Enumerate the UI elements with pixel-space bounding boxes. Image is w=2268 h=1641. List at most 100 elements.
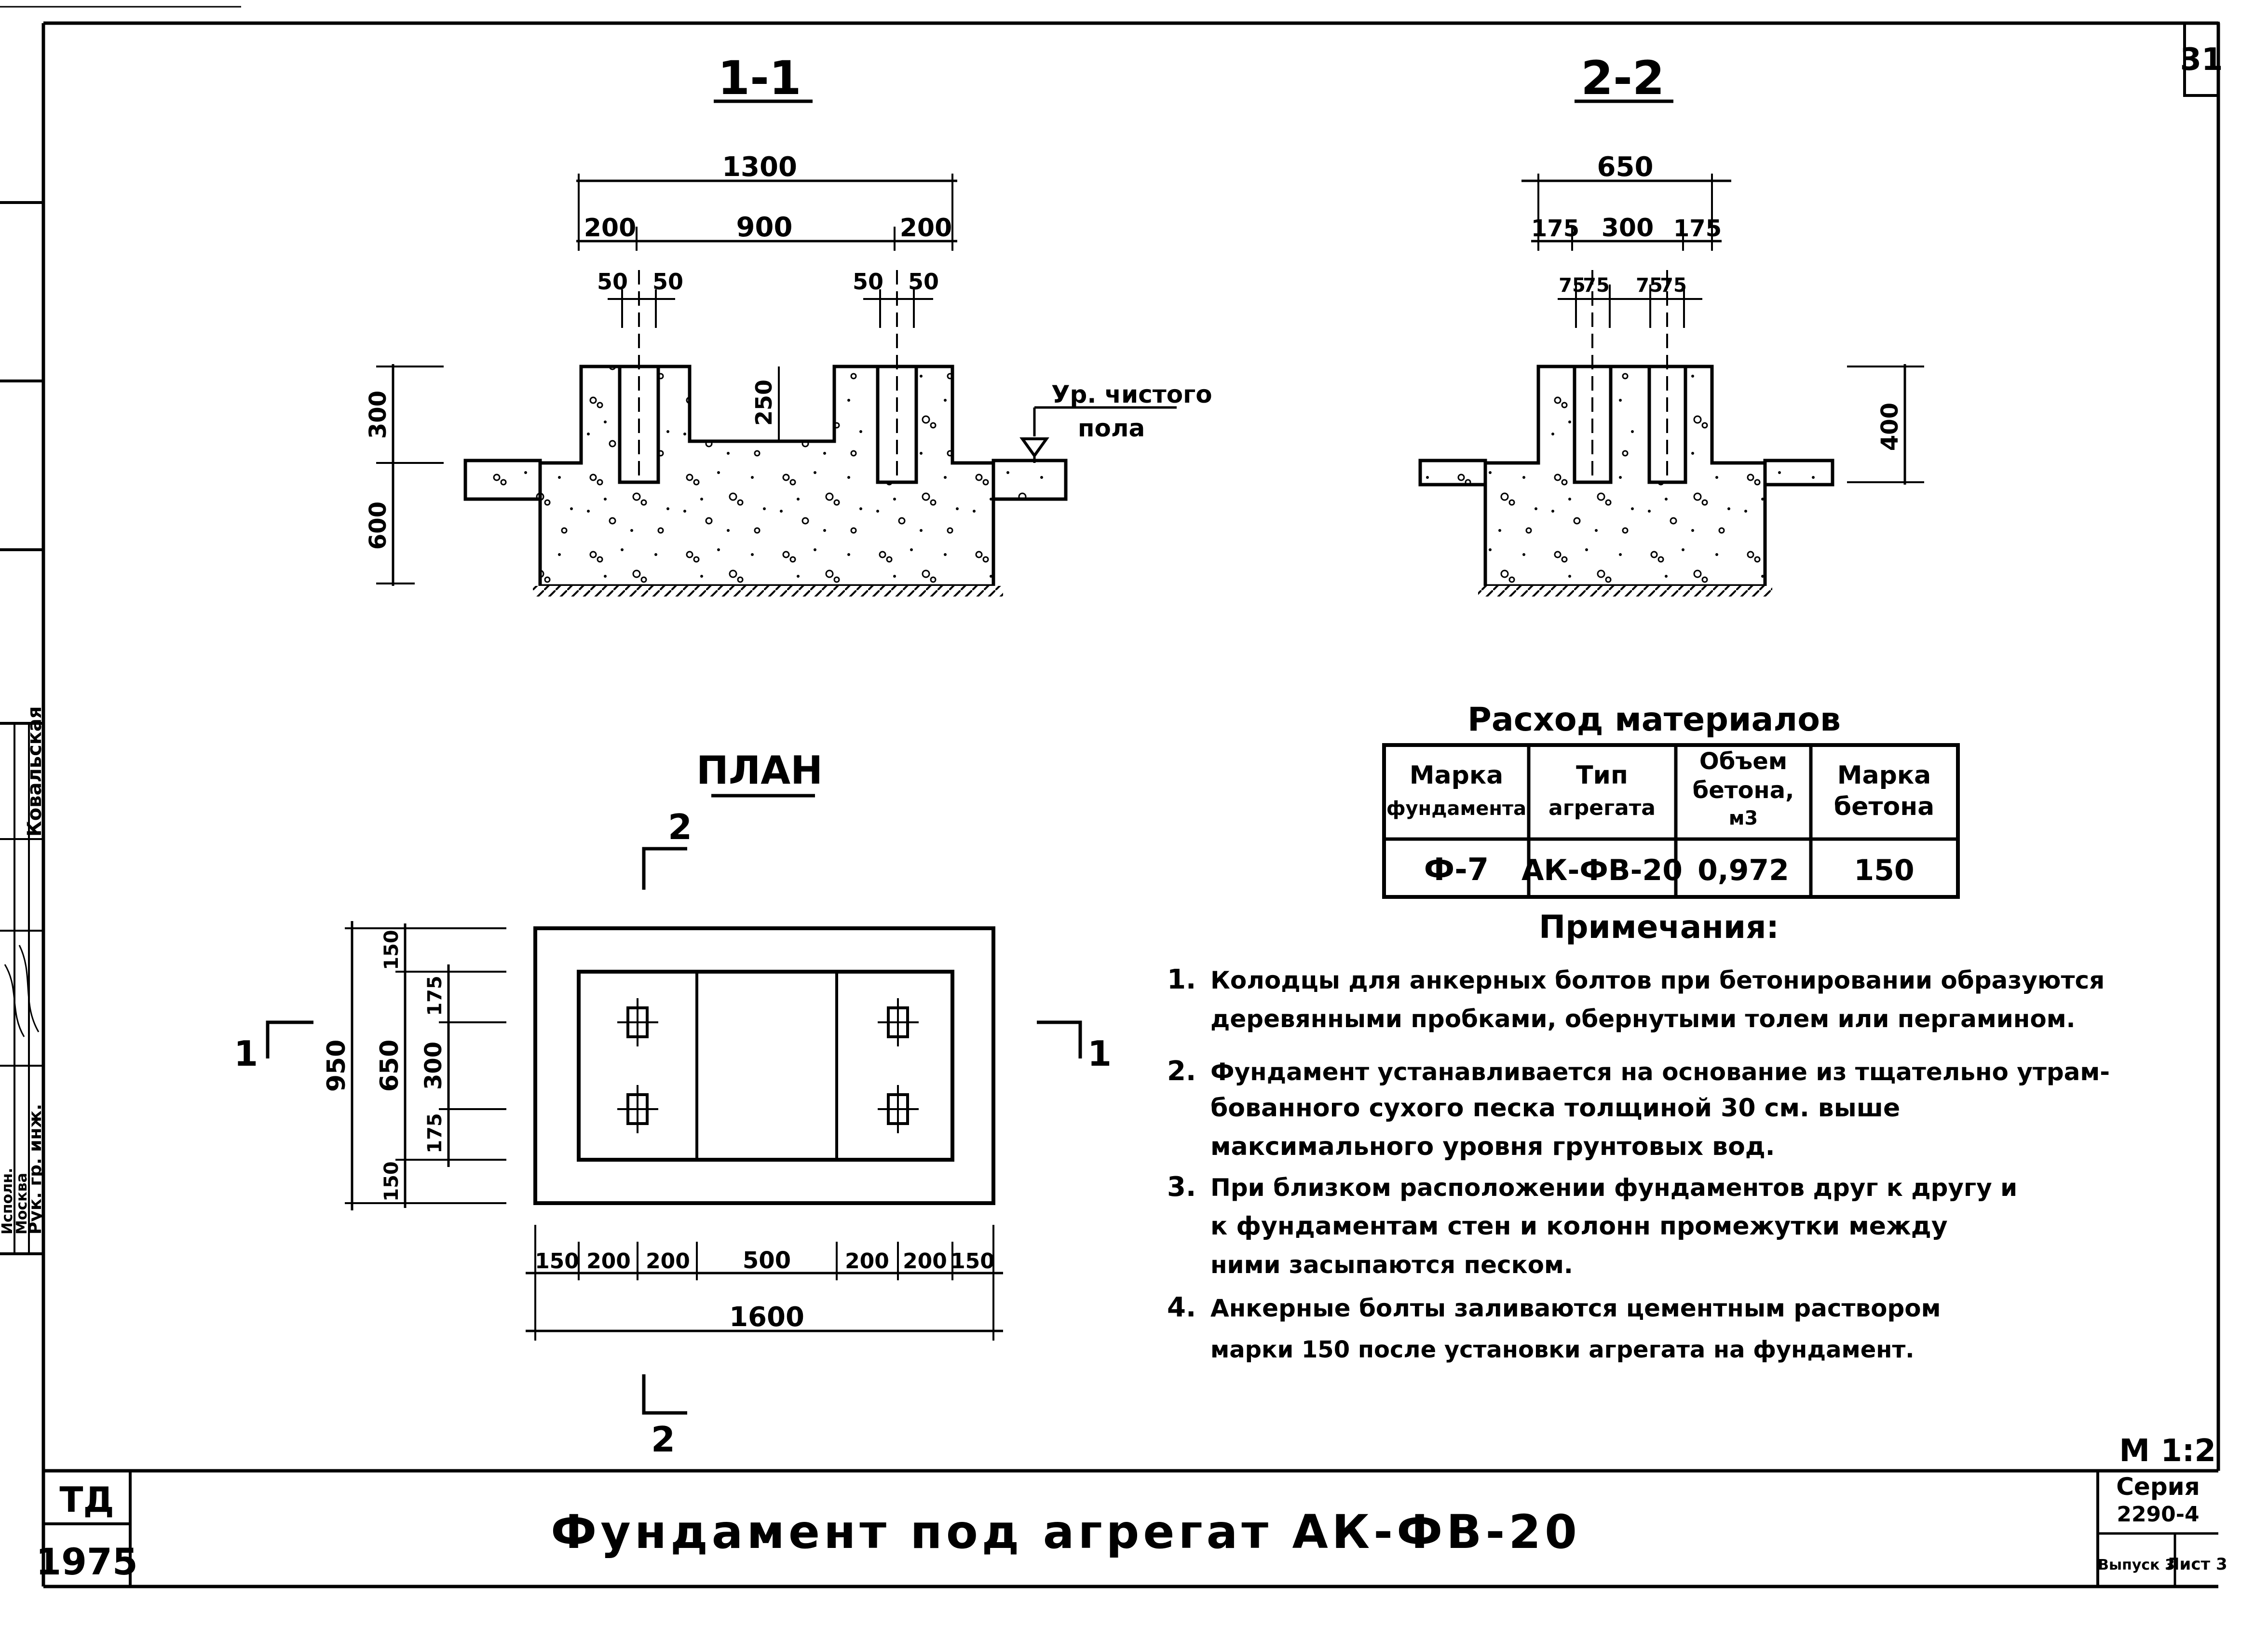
series-label: Серия [2116, 1473, 2200, 1501]
dim-bolt: 75 [1559, 274, 1586, 297]
sheet-label: Лист 3 [2166, 1555, 2227, 1574]
dim-plan-side: 150 [380, 1161, 403, 1202]
cut-label: 2 [668, 807, 692, 847]
note-line: Колодцы для анкерных болтов при бетониро… [1210, 966, 2105, 994]
dim-plan-overall: 1600 [729, 1302, 804, 1333]
note-number: 2. [1167, 1056, 1196, 1087]
floor-slab [1418, 459, 1487, 487]
dim-bolt: 50 [652, 269, 683, 295]
issue-label: Выпуск 3 [2098, 1557, 2175, 1573]
note-line: бованного сухого песка толщиной 30 см. в… [1210, 1094, 1900, 1123]
dim-side: 400 [1876, 403, 1903, 451]
dim-left: 175 [1531, 215, 1579, 242]
title-block [43, 1471, 2218, 1587]
table-cell: АК-ФВ-20 [1521, 854, 1683, 887]
stamp-role: Рук. гр. инж. [26, 1104, 45, 1234]
dim-left: 200 [584, 214, 637, 243]
dim-plan-bottom: 150 [535, 1249, 579, 1274]
table-header: бетона [1834, 792, 1934, 821]
note-line: марки 150 после установки агрегата на фу… [1210, 1336, 1915, 1363]
table-header: Марка [1410, 761, 1503, 790]
section-title: 1-1 [718, 51, 801, 105]
dim-overall: 1300 [722, 151, 797, 183]
dim-bolt: 75 [1636, 274, 1663, 297]
table-header: бетона, [1693, 777, 1794, 804]
cut-marker-1-right [1037, 1020, 1082, 1058]
dim-plan-bottom: 200 [586, 1249, 631, 1274]
plan-view: ПЛАН [266, 748, 1082, 1415]
cut-label: 1 [1087, 1033, 1112, 1074]
note-number: 3. [1167, 1171, 1196, 1203]
foundation-body [1483, 365, 1767, 588]
table-header: м3 [1729, 807, 1758, 829]
note-line: Фундамент устанавливается на основание и… [1210, 1058, 2110, 1086]
series-number: 2290-4 [2117, 1502, 2199, 1527]
table-cell: 150 [1854, 854, 1914, 887]
note-line: деревянными пробками, обернутыми толем и… [1210, 1005, 2076, 1033]
dim-plan-inner: 300 [420, 1042, 447, 1090]
drawing-title: Фундамент под агрегат АК-ФВ-20 [551, 1505, 1581, 1559]
cut-label: 2 [651, 1419, 675, 1460]
stamp-city: Москва [14, 1173, 30, 1234]
floor-slab [1763, 459, 1834, 487]
dim-bolt: 50 [853, 269, 883, 295]
materials-table [1382, 743, 1960, 899]
dim-side: 600 [365, 502, 392, 550]
dim-bolt: 50 [597, 269, 628, 295]
cut-label: 1 [234, 1033, 258, 1074]
doc-year: 1975 [36, 1540, 138, 1583]
floor-level-label: Ур. чистого [1051, 380, 1212, 408]
dim-plan-bottom: 200 [903, 1249, 947, 1274]
doc-code: ТД [59, 1479, 114, 1520]
approval-stamp [0, 722, 43, 1254]
dim-right: 175 [1673, 215, 1722, 242]
dim-right: 200 [900, 214, 952, 243]
dim-overall: 650 [1597, 151, 1654, 183]
stamp-role: Исполн. [0, 1168, 16, 1234]
note-line: максимального уровня грунтовых вод. [1210, 1132, 1775, 1161]
dim-bolt: 75 [1660, 274, 1687, 297]
dim-middle: 300 [1602, 214, 1654, 243]
level-marker-icon [1019, 437, 1049, 459]
section-title: 2-2 [1581, 51, 1664, 105]
dim-recess: 250 [751, 380, 777, 426]
cut-marker-1-left [266, 1020, 313, 1058]
dim-plan-bottom: 500 [743, 1247, 791, 1274]
dim-plan-bottom: 150 [951, 1249, 995, 1274]
signature-mark [18, 945, 40, 1032]
signature-mark [4, 964, 25, 1037]
dim-plan-bottom: 200 [646, 1249, 690, 1274]
scale-label: М 1:2 [2119, 1433, 2216, 1469]
bolt-well-plan [878, 998, 919, 1046]
raised-block-outline [577, 970, 954, 1162]
bolt-well-plan [878, 1085, 919, 1133]
stamp-name: Ковальская [24, 706, 46, 837]
floor-level-label: пола [1078, 414, 1145, 442]
note-line: Анкерные болты заливаются цементным раст… [1210, 1294, 1941, 1322]
table-cell: Ф-7 [1424, 852, 1489, 888]
dim-side: 300 [365, 391, 392, 439]
dim-plan-side: 650 [375, 1040, 404, 1092]
plan-title: ПЛАН [696, 748, 823, 793]
ground-hatch [1478, 586, 1772, 597]
dim-plan-side: 150 [380, 930, 403, 970]
table-header: Объем [1699, 748, 1787, 775]
table-header: агрегата [1548, 796, 1656, 820]
dim-plan-bottom: 200 [845, 1249, 889, 1274]
ground-hatch [533, 586, 1003, 597]
dim-middle: 900 [736, 212, 793, 243]
materials-title: Расход материалов [1467, 701, 1841, 739]
cut-marker-2-bottom [642, 1374, 687, 1415]
note-number: 1. [1167, 964, 1196, 995]
dim-plan-inner: 175 [424, 1113, 446, 1153]
drawing-frame [0, 6, 2220, 1588]
dim-bolt: 50 [908, 269, 939, 295]
foundation-outline [533, 926, 995, 1205]
section-2-2: 2-2 [1418, 51, 1924, 597]
table-cell: 0,972 [1698, 854, 1789, 887]
floor-slab [463, 459, 542, 501]
note-line: ними засыпаются песком. [1210, 1251, 1573, 1279]
section-1-1: 1-1 [376, 51, 1177, 597]
note-number: 4. [1167, 1292, 1196, 1323]
